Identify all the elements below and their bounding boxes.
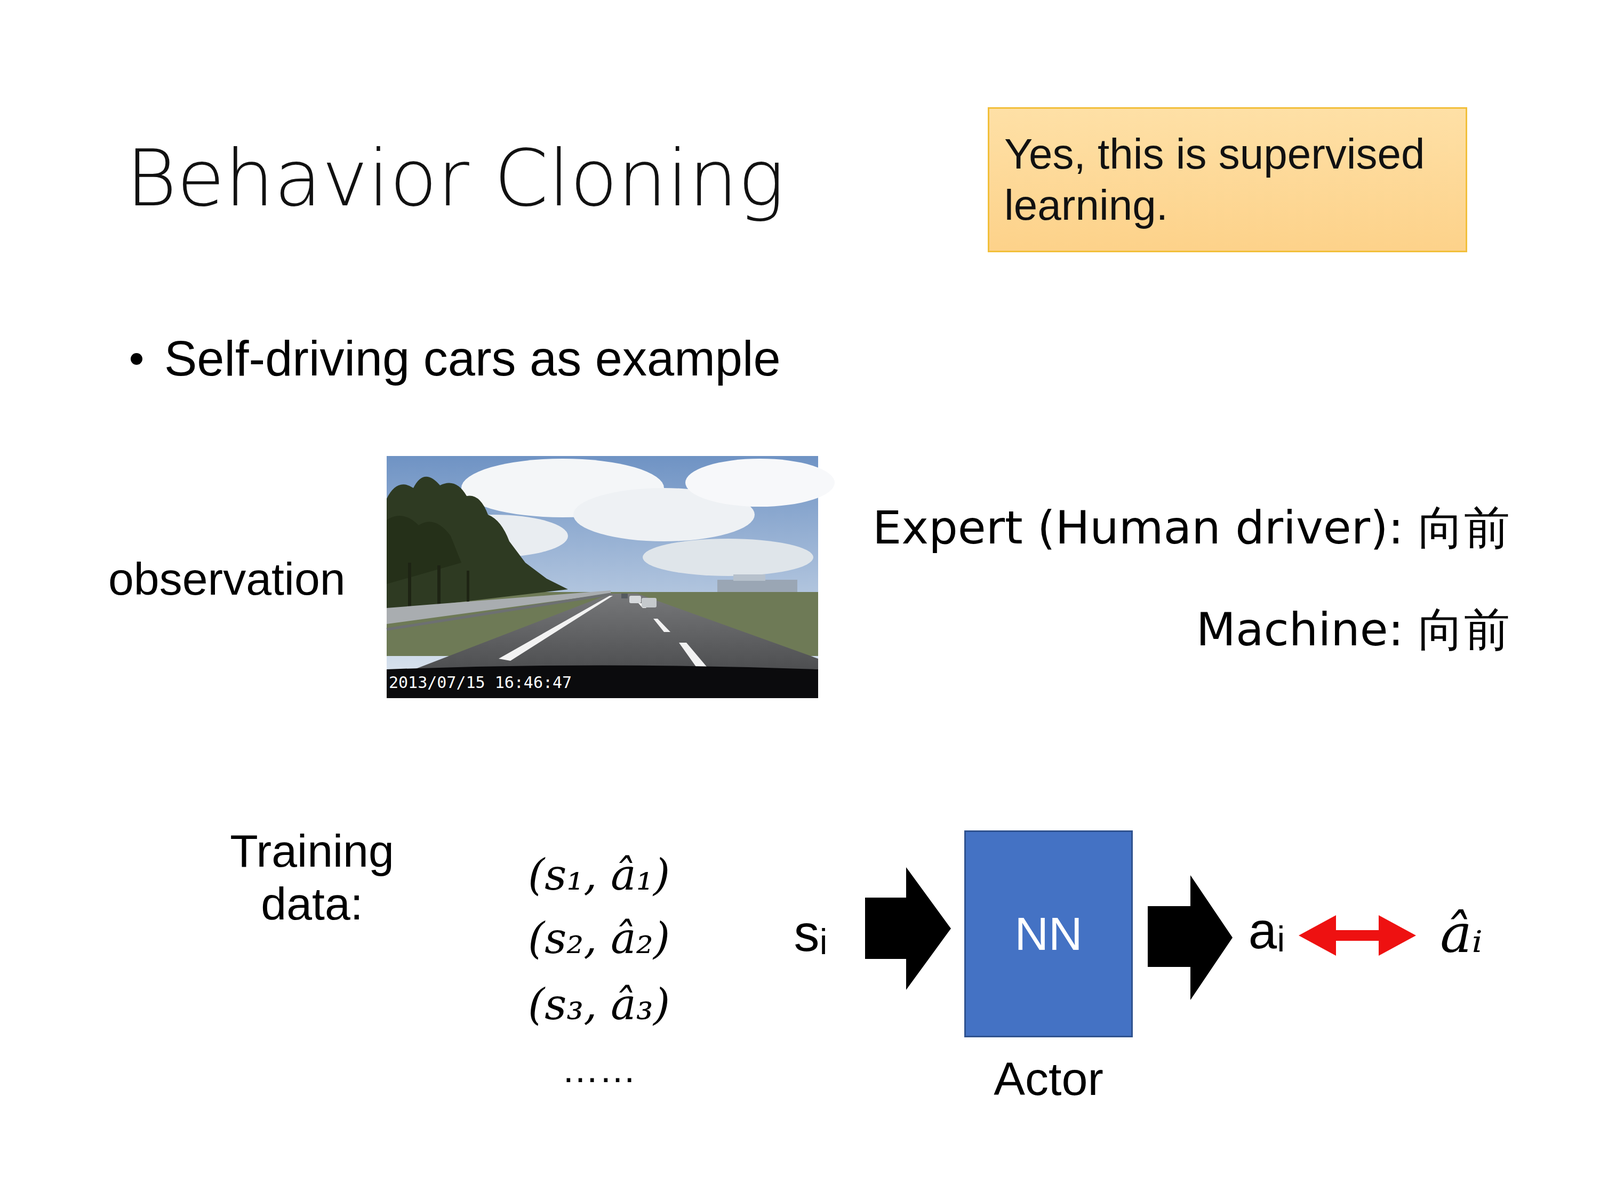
bullet-dot [130,353,143,365]
expert-action: Expert (Human driver): 向前 [872,501,1510,555]
observation-label: observation [108,552,346,606]
ellipsis: …… [561,1048,637,1092]
node-caption: Actor [993,1050,1103,1108]
output-block-arrow [1147,875,1233,1000]
machine-action: Machine: 向前 [1196,603,1510,656]
compare-double-arrow [1298,915,1416,956]
input-block-arrow [865,867,951,990]
node-text: NN [1014,905,1083,963]
photo-timestamp: 2013/07/15 16:46:47 [388,673,572,693]
slide-title: Behavior Cloning [125,133,785,224]
callout-box: Yes, this is supervised learning. [987,107,1468,253]
training-pair: (s₁, â₁) [528,850,670,900]
actor-network-box: NNActor [964,830,1133,1038]
action-symbol: aᵢ [1248,901,1285,960]
state-symbol: sᵢ [793,904,828,963]
road-photo [386,456,835,699]
training-data-label: Training data: [210,824,414,931]
training-pair: (s₂, â₂) [528,914,670,964]
training-pair: (s₃, â₃) [528,980,670,1030]
node-text: Yes, this is supervised learning. [1004,128,1451,231]
bullet-text: Self-driving cars as example [164,330,781,388]
expert-action-symbol: âᵢ [1440,902,1483,965]
